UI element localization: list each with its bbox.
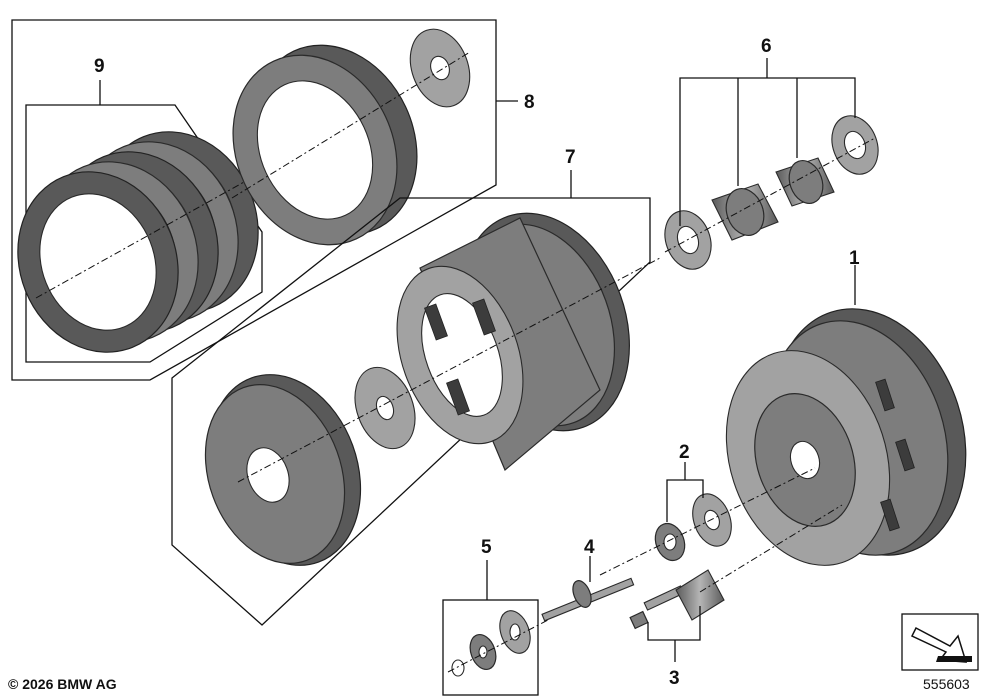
part-9-clutch-plates bbox=[17, 131, 259, 353]
callout-9: 9 bbox=[94, 56, 105, 77]
direction-arrow-icon bbox=[901, 613, 979, 671]
callout-1: 1 bbox=[849, 248, 860, 269]
callout-8: 8 bbox=[524, 92, 535, 113]
frame-group-7 bbox=[171, 197, 651, 626]
part-3-bolt-spring bbox=[629, 569, 725, 630]
frame-group-8-9 bbox=[11, 19, 497, 381]
copyright-text: © 2026 BMW AG bbox=[8, 676, 117, 692]
part-5-thrust-bearing bbox=[451, 610, 531, 677]
frame-group-5 bbox=[442, 599, 539, 696]
leader-3 bbox=[647, 606, 701, 641]
callout-5: 5 bbox=[481, 537, 492, 558]
part-8-clutch-pack bbox=[232, 28, 471, 246]
callout-2: 2 bbox=[679, 442, 690, 463]
diagram-reference-number: 555603 bbox=[923, 676, 970, 692]
callout-6: 6 bbox=[761, 36, 772, 57]
part-1-clutch-assembly bbox=[725, 308, 967, 566]
callout-7: 7 bbox=[565, 147, 576, 168]
part-4-pushrod bbox=[541, 577, 635, 622]
callout-4: 4 bbox=[584, 537, 595, 558]
frame-group-9 bbox=[25, 104, 263, 363]
part-7-clutch-basket bbox=[204, 212, 630, 566]
callout-3: 3 bbox=[669, 668, 680, 689]
part-2-nut-washer bbox=[654, 493, 732, 562]
